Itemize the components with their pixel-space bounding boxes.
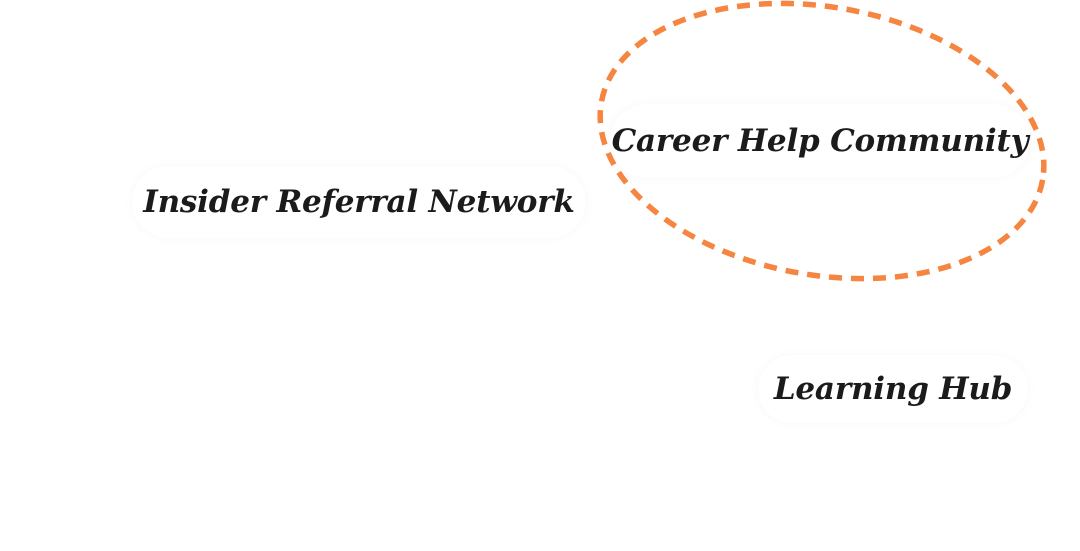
node-label: Insider Referral Network — [143, 184, 575, 220]
node-label: Learning Hub — [773, 371, 1013, 407]
node-career-help-community[interactable]: Career Help Community — [610, 104, 1030, 178]
node-label: Career Help Community — [611, 123, 1029, 159]
node-learning-hub[interactable]: Learning Hub — [758, 355, 1028, 423]
node-insider-referral-network[interactable]: Insider Referral Network — [132, 166, 586, 238]
